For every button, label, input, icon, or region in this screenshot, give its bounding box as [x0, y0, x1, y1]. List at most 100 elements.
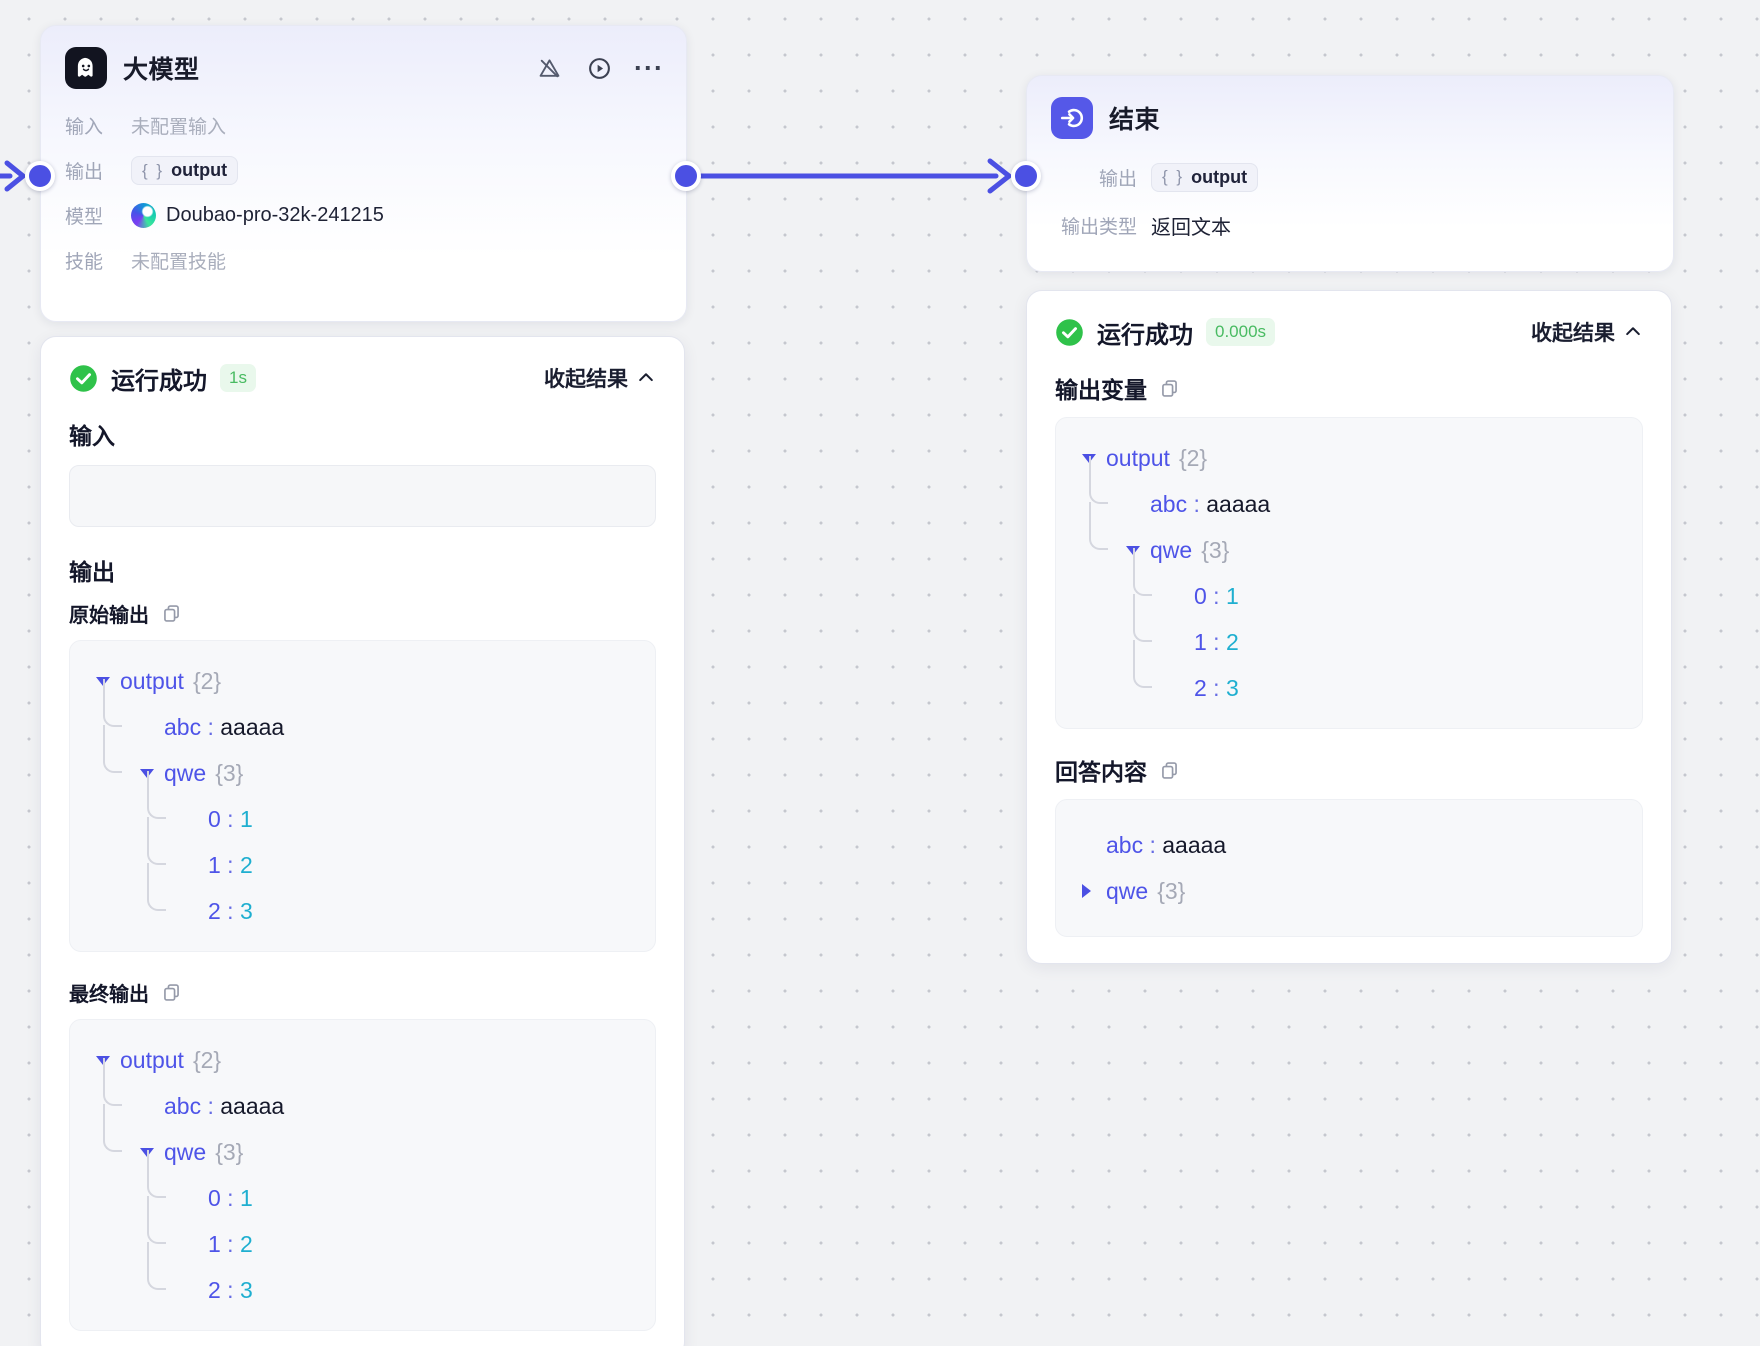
more-ellipsis-icon[interactable]: ···	[634, 53, 664, 83]
output-section-label: 输出	[69, 559, 115, 585]
llm-row-model: 模型 Doubao-pro-32k-241215	[65, 203, 384, 228]
tree-colon: :	[1206, 582, 1226, 609]
tree-key: qwe	[1150, 536, 1193, 563]
tree-row: 2 : 3	[147, 1242, 629, 1313]
tree-key: abc	[164, 713, 202, 740]
tree-key: qwe	[1106, 877, 1149, 904]
tree-key: 1	[208, 1230, 221, 1257]
tree-key: qwe	[164, 1138, 207, 1165]
tree-key: abc	[164, 1092, 202, 1119]
run-play-icon[interactable]	[586, 55, 612, 81]
tree-row: 2 : 3	[1133, 640, 1616, 711]
tree-colon: :	[220, 1230, 240, 1257]
node-end-title: 结束	[1109, 106, 1161, 134]
run-duration-badge: 1s	[220, 364, 256, 392]
tree-colon: :	[1206, 628, 1226, 655]
tree-row: 2 : 3	[147, 863, 629, 934]
tree-colon: :	[201, 713, 221, 740]
node-end-header: 结束	[1027, 76, 1673, 139]
tree-colon: :	[1187, 490, 1207, 517]
tree-row: 0 : 1	[147, 1150, 629, 1221]
tree-key: 0	[208, 805, 221, 832]
tree-key: 1	[1194, 628, 1207, 655]
tree-row: abc : aaaaa	[103, 679, 629, 750]
run-duration-badge: 0.000s	[1206, 318, 1276, 346]
tree-row: 1 : 2	[1133, 594, 1616, 665]
tree-row: output{2}	[96, 1037, 629, 1083]
output-variable-badge: { } output	[131, 156, 239, 185]
model-name: Doubao-pro-32k-241215	[166, 204, 384, 226]
llm-row-output: 输出 { } output	[65, 148, 662, 193]
llm-row-skill: 技能 未配置技能	[65, 238, 662, 283]
copy-icon[interactable]	[161, 603, 182, 624]
input-value-box[interactable]	[69, 465, 656, 527]
copy-icon[interactable]	[1159, 378, 1180, 399]
expand-triangle-icon[interactable]	[1082, 884, 1091, 898]
tree-value: 2	[239, 851, 253, 878]
tree-key: 0	[1194, 582, 1207, 609]
tree-key: output	[120, 1046, 184, 1073]
tree-colon: :	[201, 1092, 221, 1119]
tree-value: 1	[239, 805, 253, 832]
tree-value: 3	[239, 1276, 253, 1303]
end-row-output-type: 输出类型 返回文本	[1051, 201, 1649, 249]
success-check-icon	[1056, 318, 1083, 346]
tree-value: 2	[1225, 628, 1239, 655]
tree-row: abc : aaaaa	[1082, 822, 1616, 868]
tree-colon: :	[220, 1184, 240, 1211]
doubao-model-icon	[131, 203, 156, 228]
tree-colon: :	[1143, 831, 1163, 858]
node-llm-header: 大模型 ···	[41, 26, 686, 89]
tree-colon: :	[220, 851, 240, 878]
llm-input-value: 未配置输入	[131, 117, 227, 138]
tree-colon: :	[220, 897, 240, 924]
tree-key: output	[1106, 444, 1170, 471]
llm-result-panel: 运行成功 1s 收起结果 输入 输出 原始输出 output{2}abc : a…	[40, 336, 685, 1346]
tree-value: aaaaa	[1206, 490, 1271, 517]
tree-count-badge: {3}	[215, 1138, 244, 1165]
toggle-slot	[1082, 884, 1106, 898]
copy-icon[interactable]	[161, 982, 182, 1003]
tree-count-badge: {2}	[192, 667, 222, 694]
llm-skill-value: 未配置技能	[131, 252, 227, 273]
tree-value: 3	[1225, 674, 1239, 701]
edge-llm-to-end[interactable]	[698, 158, 1012, 194]
llm-input-port[interactable]	[25, 161, 55, 191]
tree-key: 2	[208, 897, 221, 924]
collapse-results-button[interactable]: 收起结果	[544, 363, 656, 393]
end-result-panel: 运行成功 0.000s 收起结果 输出变量 output{2}abc : aaa…	[1026, 290, 1672, 964]
coze-ghost-icon	[65, 47, 107, 89]
tree-value: 3	[239, 897, 253, 924]
tree-colon: :	[220, 1276, 240, 1303]
tree-row: 1 : 2	[147, 1196, 629, 1267]
tree-row: output{2}	[96, 658, 629, 704]
tree-key: 2	[208, 1276, 221, 1303]
answer-content-label: 回答内容	[1055, 759, 1147, 785]
node-llm[interactable]: 大模型 ··· 输入 未配置输入	[40, 25, 687, 322]
tree-row: 0 : 1	[147, 771, 629, 842]
tree-count-badge: {3}	[1201, 536, 1230, 563]
tree-row: qwe{3}	[1082, 868, 1616, 914]
tree-key: 0	[208, 1184, 221, 1211]
collapse-results-button[interactable]: 收起结果	[1531, 317, 1643, 347]
tree-key: abc	[1106, 831, 1144, 858]
end-input-port[interactable]	[1011, 161, 1041, 191]
raw-output-label: 原始输出	[69, 605, 149, 627]
run-status-text: 运行成功	[1097, 321, 1193, 349]
tree-row: qwe{3}	[103, 725, 629, 796]
input-section-label: 输入	[69, 423, 115, 449]
copy-icon[interactable]	[1159, 760, 1180, 781]
node-end[interactable]: 结束 输出 { } output 输出类型 返回文本	[1026, 75, 1674, 272]
tree-colon: :	[220, 805, 240, 832]
tree-value: aaaaa	[220, 1092, 285, 1119]
tree-count-badge: {3}	[215, 759, 244, 786]
chevron-up-icon	[639, 373, 653, 382]
tree-row: qwe {3}	[103, 1104, 629, 1175]
tree-key: abc	[1150, 490, 1188, 517]
alert-off-icon[interactable]	[536, 55, 562, 81]
llm-output-port[interactable]	[671, 161, 701, 191]
